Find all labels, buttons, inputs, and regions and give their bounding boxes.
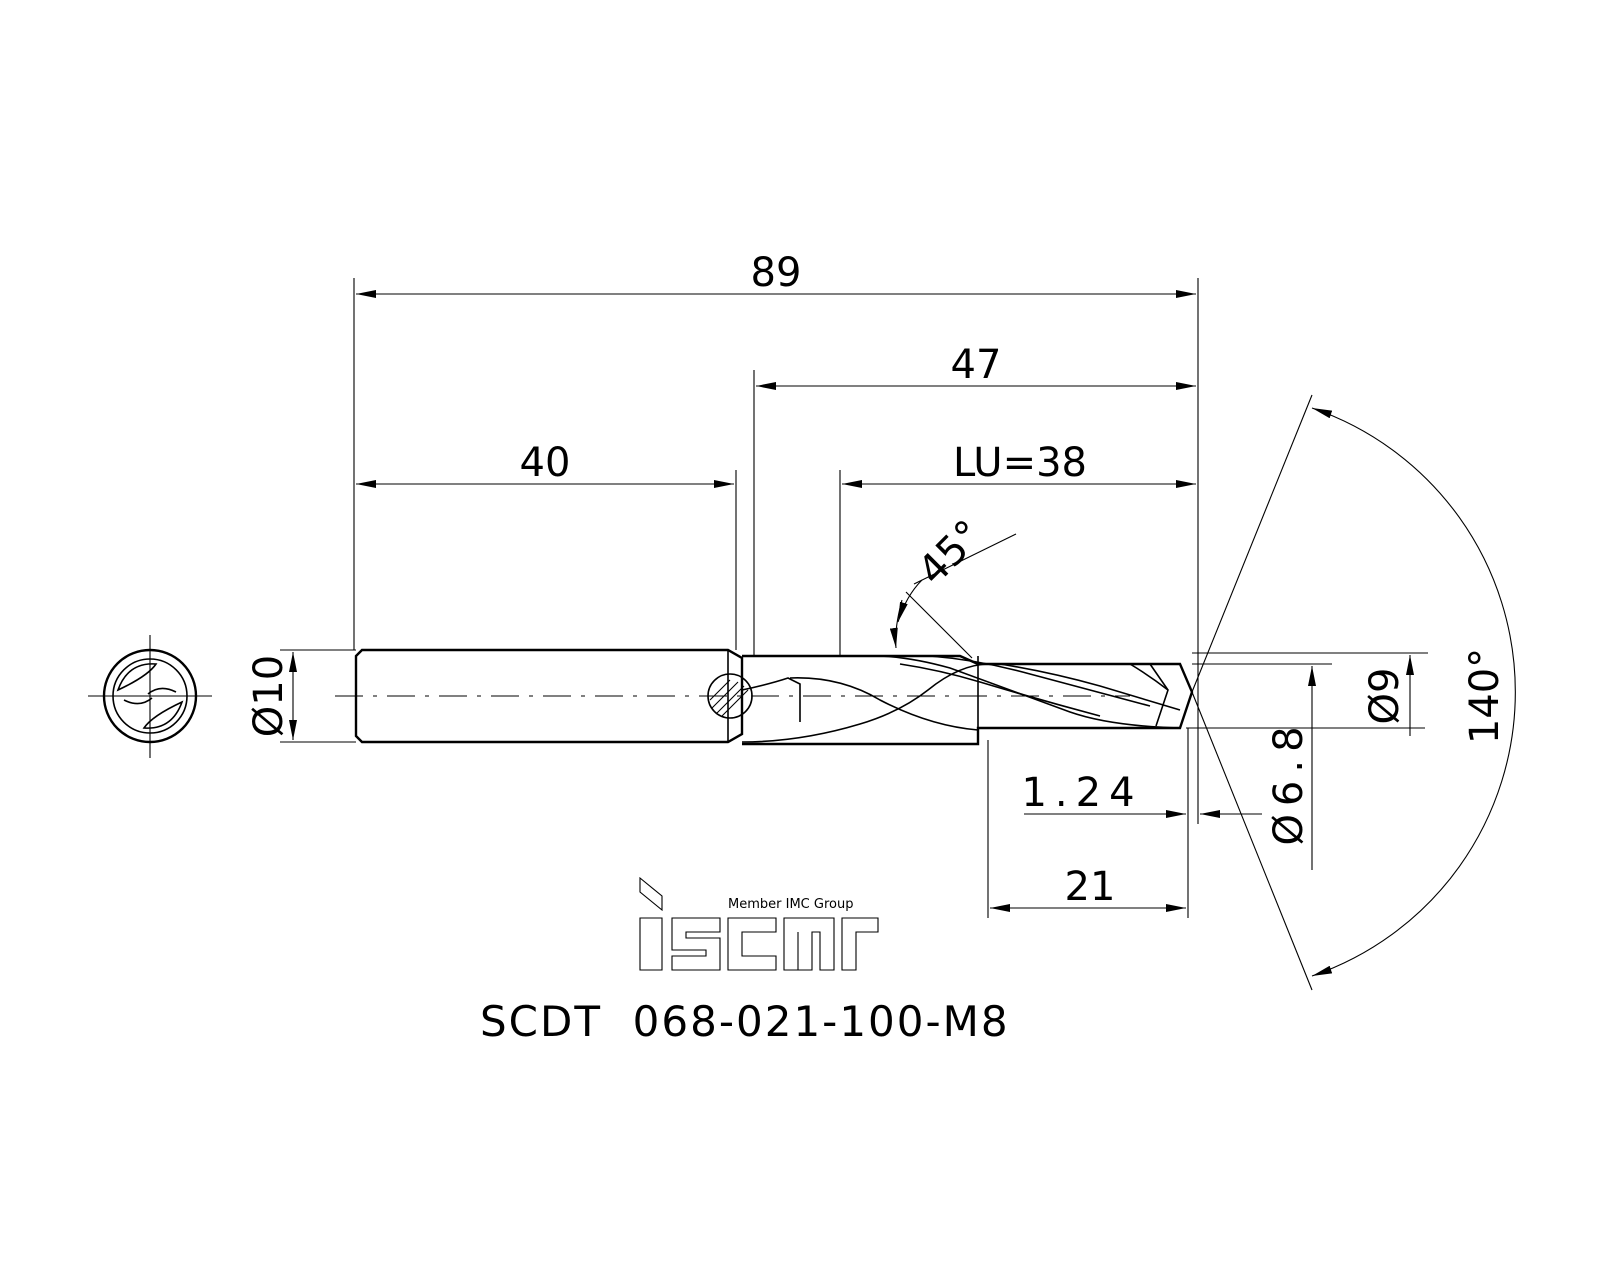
dim-shank-diameter: Ø10 (246, 655, 292, 737)
logo-mark-icon (639, 876, 879, 971)
dim-drill-diameter: Ø6.8 (1266, 718, 1312, 845)
dim-usable-length: LU=38 (953, 440, 1087, 486)
dim-overall-length: 89 (751, 250, 802, 296)
dim-step-length: 21 (1065, 864, 1116, 910)
dim-point-angle: 140° (1462, 648, 1508, 744)
dim-flute-length: 47 (951, 342, 1002, 388)
dimension-texts: 89 47 40 LU=38 1.24 21 45° Ø10 Ø9 Ø6.8 1… (246, 250, 1508, 910)
dim-body-diameter: Ø9 (1362, 668, 1408, 725)
extension-lines (280, 278, 1428, 918)
drill-side-view (335, 648, 1194, 746)
dimension-lines (289, 290, 1516, 991)
logo-tagline: Member IMC Group (728, 897, 853, 912)
iscar-logo: Member IMC Group (639, 876, 879, 971)
part-number: SCDT 068-021-100-M8 (480, 997, 1010, 1046)
end-view (88, 635, 212, 758)
dim-shank-length: 40 (520, 440, 571, 486)
dim-step-offset: 1.24 (1021, 770, 1142, 816)
dim-helix-angle: 45° (909, 511, 992, 594)
